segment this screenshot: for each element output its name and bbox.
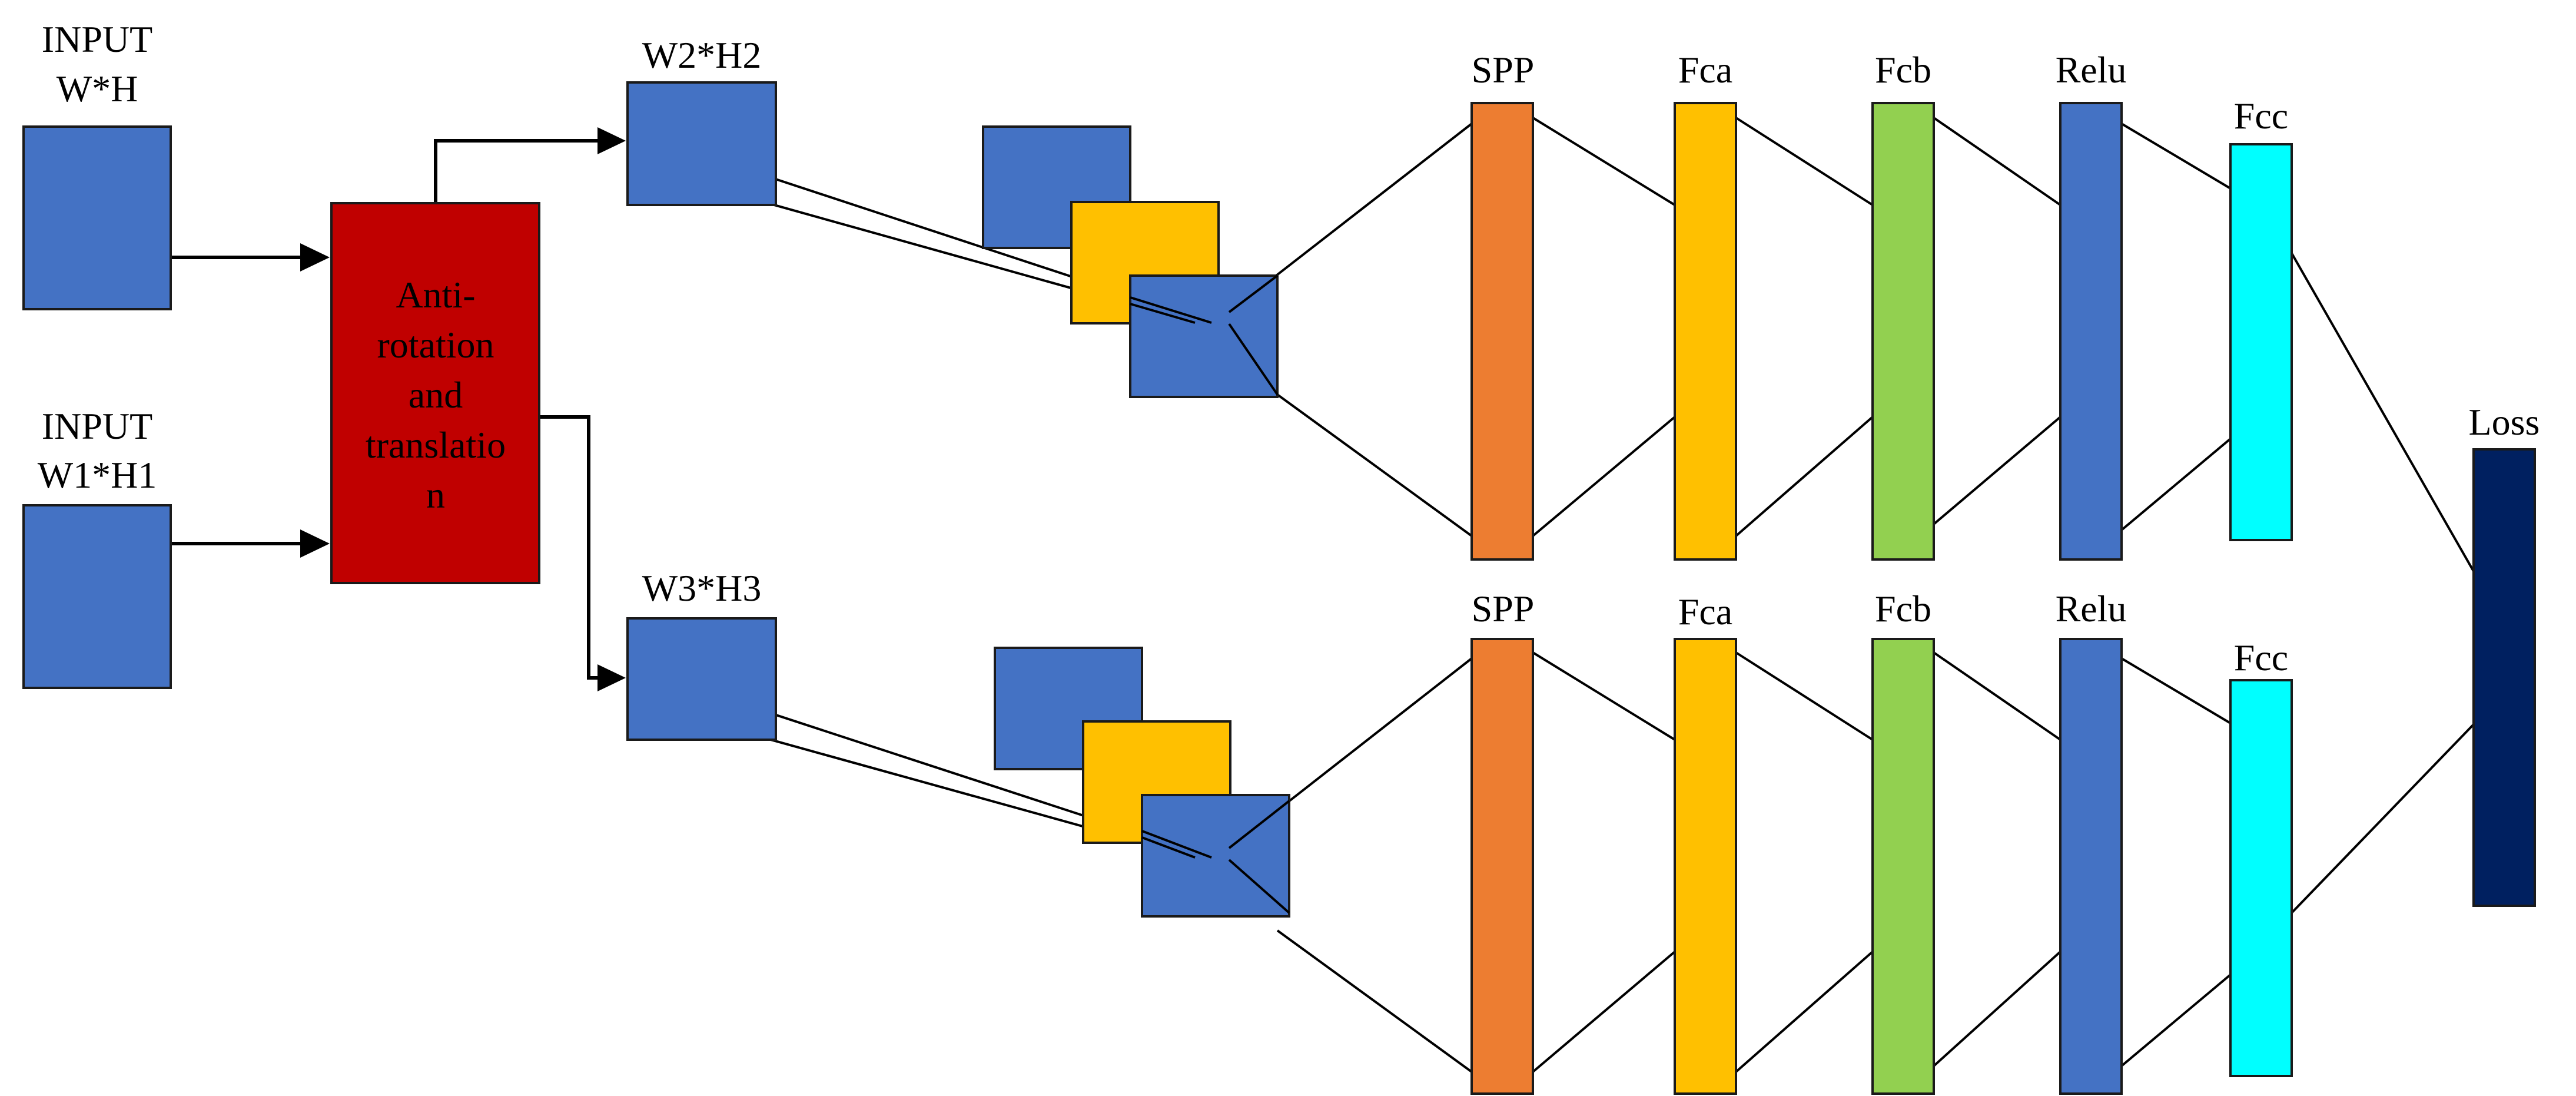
pipeline-bottom: SPP Fca Fcb Relu Fcc [1470, 588, 2293, 1095]
feature-stack-bottom [994, 647, 1290, 918]
loss-node: Loss [2469, 401, 2540, 907]
fcb-bottom-layer [1871, 638, 1935, 1095]
fcc-top-layer [2229, 143, 2293, 541]
link-relu-fcc-bottom-a [2120, 657, 2232, 724]
link-spp-fca-bottom-a [1532, 651, 1676, 741]
fca-bottom-label: Fca [1678, 591, 1732, 633]
processor-label-line1: Anti- [396, 274, 475, 316]
relu-top-label: Relu [2056, 49, 2127, 91]
processor-block [330, 202, 540, 584]
spp-bottom-label: SPP [1472, 588, 1535, 630]
arrow-processor-to-bottom-branch [540, 415, 597, 680]
input-top-block [22, 125, 172, 310]
stack-top-front [1129, 274, 1279, 398]
link-fcc-bottom-loss [2290, 723, 2475, 914]
link-fca-fcb-top-b [1735, 416, 1874, 537]
processor-label-line5: n [426, 474, 445, 516]
input-top-label-line2: W*H [57, 68, 138, 110]
fcb-top-label: Fcb [1875, 49, 1931, 91]
relu-top-layer [2059, 102, 2123, 561]
input-bottom-label-line1: INPUT [42, 405, 152, 447]
link-fca-fcb-bottom-a [1735, 651, 1874, 741]
stack-bottom-exit-a [1228, 800, 1290, 849]
input-group-top: INPUT W*H [22, 18, 172, 310]
spp-top-layer [1470, 102, 1534, 561]
link-fca-fcb-bottom-b [1735, 951, 1874, 1073]
fca-top-layer [1674, 102, 1737, 561]
loss-label: Loss [2469, 401, 2540, 443]
fcc-bottom-layer [2229, 679, 2293, 1077]
link-fcb-relu-bottom-a [1933, 651, 2062, 741]
link-stack-spp-bottom-b [1276, 929, 1473, 1073]
pipeline-top: SPP Fca Fcb Relu Fcc [1470, 49, 2293, 561]
link-stack-spp-top-b [1276, 393, 1473, 537]
stack-bottom-exit-b [1228, 859, 1290, 914]
relu-bottom-layer [2059, 638, 2123, 1095]
projection-bottom-tip-1 [1141, 830, 1212, 859]
link-relu-fcc-top-b [2120, 438, 2232, 531]
anti-rotation-translation-module: Anti- rotation and translatio n [330, 202, 540, 584]
link-fcc-top-loss [2290, 253, 2475, 572]
input-group-bottom: INPUT W1*H1 [22, 405, 172, 689]
link-spp-fca-bottom-b [1532, 951, 1676, 1073]
spp-top-label: SPP [1472, 49, 1535, 91]
arrowhead-top-branch [597, 127, 626, 154]
arrowhead-input-top [300, 243, 330, 271]
arrow-processor-to-top-branch [434, 139, 597, 203]
projection-bottom-tip-2 [1141, 836, 1196, 859]
stack-top-exit-b [1228, 323, 1279, 396]
input-bottom-label-line2: W1*H1 [38, 454, 157, 496]
stack-top-exit-a [1228, 274, 1279, 313]
branch-top-size-label: W2*H2 [642, 34, 762, 76]
link-spp-fca-top-a [1532, 117, 1676, 206]
processor-label-line3: and [409, 374, 463, 416]
link-fcb-relu-bottom-b [1933, 951, 2062, 1067]
fcc-top-label: Fcc [2234, 95, 2288, 137]
fcc-bottom-label: Fcc [2234, 637, 2288, 678]
spp-bottom-layer [1470, 638, 1534, 1095]
projection-top-tip-1 [1130, 296, 1212, 324]
relu-bottom-label: Relu [2056, 588, 2127, 630]
link-spp-fca-top-b [1532, 416, 1676, 537]
stack-bottom-front [1141, 794, 1290, 918]
fcb-bottom-label: Fcb [1875, 588, 1931, 630]
link-relu-fcc-bottom-b [2120, 974, 2232, 1067]
branch-bottom-size-label: W3*H3 [642, 567, 762, 609]
fca-top-label: Fca [1678, 49, 1732, 91]
loss-block [2472, 448, 2536, 907]
arrowhead-bottom-branch [597, 664, 626, 691]
fcb-top-layer [1871, 102, 1935, 561]
input-top-label-line1: INPUT [42, 18, 152, 60]
link-fca-fcb-top-a [1735, 117, 1874, 206]
link-relu-fcc-top-a [2120, 122, 2232, 190]
projection-top-tip-2 [1130, 303, 1196, 324]
processor-label-line4: translatio [366, 424, 506, 466]
input-bottom-block [22, 504, 172, 689]
branch-top: W2*H2 [626, 34, 777, 206]
processor-label-line2: rotation [377, 324, 494, 366]
link-fcb-relu-top-b [1933, 416, 2062, 525]
branch-top-block [626, 81, 777, 206]
fca-bottom-layer [1674, 638, 1737, 1095]
link-fcb-relu-top-a [1933, 117, 2062, 206]
arrowhead-input-bottom [300, 529, 330, 558]
stack-projection-tips [1130, 274, 1290, 914]
branch-bottom-block [626, 617, 777, 741]
branch-bottom: W3*H3 [626, 567, 777, 741]
